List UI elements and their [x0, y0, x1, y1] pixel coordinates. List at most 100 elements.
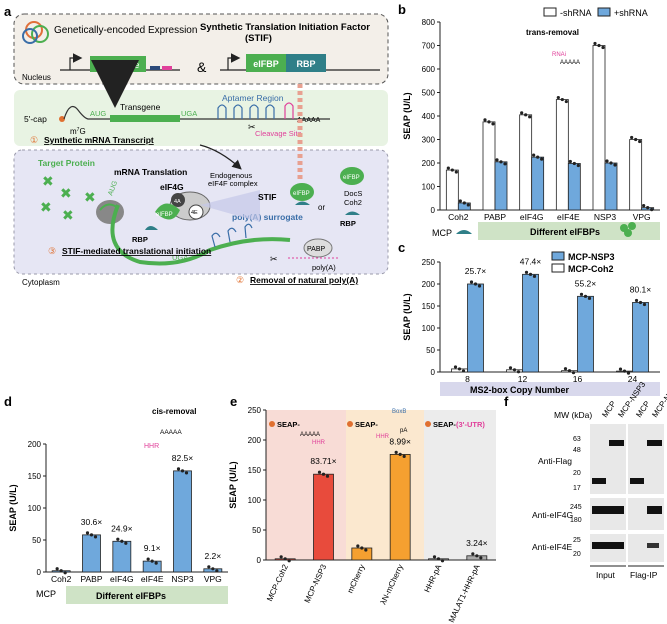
d-ytick-label-1: 50 — [32, 536, 41, 545]
panel-f-letter: f — [504, 394, 509, 409]
b-xtick-label-0: Coh2 — [448, 212, 469, 222]
stif-abbrev: (STIF) — [245, 33, 272, 44]
e-hhr2: HHR — [376, 434, 390, 440]
c-point — [583, 294, 588, 298]
b-point — [458, 199, 462, 203]
c-fold-label-0: 25.7× — [465, 266, 487, 276]
legend-b-swatch-1 — [597, 7, 611, 17]
d-point — [89, 533, 94, 537]
d-point — [215, 569, 219, 573]
anti-flag-label: Anti-Flag — [538, 456, 572, 466]
b-point — [532, 153, 536, 157]
c-ylabel: SEAP (U/L) — [402, 293, 412, 340]
b-point — [483, 118, 487, 122]
c-point — [473, 282, 478, 286]
docs-label: DocS — [344, 189, 362, 198]
b-bar-eIF4G-0 — [519, 114, 533, 211]
b-point — [524, 113, 528, 117]
c-xtick-label-3: 24 — [628, 374, 638, 384]
svg-text:✖: ✖ — [42, 173, 54, 189]
mw-4e-0: 25 — [573, 537, 581, 544]
legend-b-swatch-0 — [543, 7, 557, 17]
c-point — [528, 272, 533, 276]
b-bar-PABP-1 — [494, 161, 508, 211]
e-ytick-label-2: 100 — [248, 496, 262, 505]
d-point — [154, 561, 158, 565]
rbp-box — [286, 54, 326, 72]
b-bar-NSP3-0 — [592, 45, 606, 211]
band-4g-input — [592, 506, 624, 514]
c-ytick-label-1: 50 — [426, 346, 435, 355]
b-point — [499, 160, 503, 164]
b-ytick-label-0: 0 — [431, 206, 436, 215]
c-point — [524, 270, 529, 274]
step1-number: ① — [30, 135, 38, 145]
e-point — [436, 557, 441, 561]
step1-label: Synthetic mRNA Transcript — [44, 135, 154, 145]
band-4e-ip — [647, 543, 659, 548]
svg-text:✖: ✖ — [62, 207, 74, 223]
b-ytick-label-5: 500 — [422, 89, 436, 98]
e-xtick-label-1: MCP-NSP3 — [303, 563, 329, 605]
svg-text:✖: ✖ — [60, 185, 72, 201]
c-point — [457, 367, 462, 371]
b-point — [646, 206, 650, 210]
e-band-gray — [424, 410, 496, 560]
c-point — [508, 366, 513, 370]
b-point — [593, 41, 597, 46]
b-point — [642, 204, 646, 208]
c-point — [626, 371, 631, 375]
e-point — [356, 544, 360, 548]
d-ytick-label-4: 200 — [28, 440, 42, 449]
b-xtick-label-5: VPG — [633, 212, 651, 222]
e-boxb: BoxB — [392, 409, 406, 415]
b-bar-eIF4E-1 — [567, 163, 581, 211]
e-seap3: SEAP- — [433, 420, 456, 429]
panel-e-letter: e — [230, 394, 237, 409]
e-fold-label-2: 3.24× — [466, 538, 488, 548]
rbp-left-label: RBP — [132, 235, 148, 244]
b-ytick-label-7: 700 — [422, 42, 436, 51]
cleavage-hairpin — [284, 102, 294, 119]
rbp-right-label: RBP — [340, 219, 356, 228]
b-ylabel: SEAP (U/L) — [402, 92, 412, 139]
lane-label-2: MCP — [634, 399, 652, 419]
panel-c-letter: c — [398, 240, 405, 255]
rbp-left-icon — [145, 226, 158, 230]
b-point — [536, 155, 540, 159]
b-aaaaa-label: AAAAA — [560, 60, 580, 66]
d-xtick-label-1: PABP — [80, 574, 102, 584]
b-point — [450, 168, 454, 172]
c-ytick-label-4: 200 — [422, 280, 436, 289]
uga-c-label: UGA — [172, 253, 188, 262]
e-xtick-label-4: HHR-pA — [423, 562, 444, 593]
polya-label: poly(A) — [312, 263, 336, 272]
b-point — [650, 208, 654, 212]
b-point — [491, 122, 495, 126]
eifbp-box — [246, 54, 286, 72]
aaaaa-label: AAAAA — [297, 117, 321, 124]
d-point — [124, 541, 128, 545]
b-bar-PABP-0 — [482, 121, 496, 211]
c-bar-16-1 — [577, 295, 594, 373]
b-point — [495, 158, 499, 162]
mw-4g-0: 245 — [570, 504, 582, 511]
e-seap2: SEAP- — [355, 420, 378, 429]
e-point — [402, 454, 406, 458]
stif-title: Synthetic Translation Initiation Factor — [200, 22, 370, 33]
b-different-eifbps: Different eIFBPs — [530, 227, 600, 237]
b-bar-eIF4E-0 — [555, 99, 569, 211]
e-point — [317, 470, 322, 474]
d-xtick-label-5: VPG — [204, 574, 222, 584]
c-xtick-label-2: 16 — [573, 374, 583, 384]
m7g-label: m7G — [70, 127, 86, 136]
c-ytick-label-2: 100 — [422, 324, 436, 333]
eifbp-right1-label: eIFBP — [293, 191, 310, 197]
b-point — [609, 161, 613, 165]
promoter-arrow-1 — [69, 53, 83, 70]
cap5-label: 5'-cap — [24, 114, 47, 124]
d-point — [116, 537, 120, 541]
